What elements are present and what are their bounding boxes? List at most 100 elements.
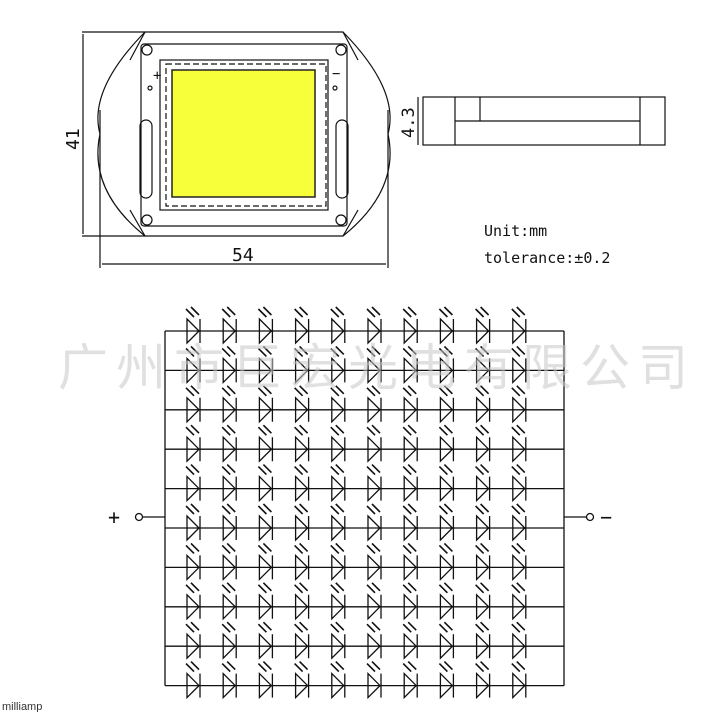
led-diode-symbol [331, 672, 346, 700]
led-diode-symbol [331, 553, 346, 581]
led-diode-symbol [439, 317, 455, 345]
light-emission-arrows-icon [294, 464, 309, 476]
led-diode-symbol [367, 317, 382, 345]
light-emission-arrows-icon [511, 306, 526, 318]
led-diode-symbol [403, 435, 418, 463]
light-emission-arrows-icon [257, 464, 272, 476]
light-emission-arrows-icon [330, 424, 345, 436]
light-emission-arrows-icon [185, 621, 200, 633]
led-diode-symbol [475, 632, 491, 660]
light-emission-arrows-icon [257, 661, 272, 673]
light-emission-arrows-icon [402, 661, 417, 673]
light-emission-arrows-icon [438, 424, 453, 436]
light-emission-arrows-icon [185, 661, 200, 673]
light-emission-arrows-icon [511, 464, 526, 476]
led-diode-symbol [186, 514, 201, 542]
top-view [82, 31, 391, 268]
led-diode-symbol [186, 672, 201, 700]
led-diode-symbol [512, 356, 527, 384]
led-diode-symbol [512, 396, 527, 424]
led-diode-symbol [475, 356, 491, 384]
light-emission-arrows-icon [330, 582, 345, 594]
led-diode-symbol [258, 356, 274, 384]
light-emission-arrows-icon [511, 424, 526, 436]
tolerance-note: tolerance:±0.2 [484, 249, 610, 267]
led-diode-symbol [403, 475, 418, 503]
led-diode-symbol [512, 317, 527, 345]
led-diode-symbol [186, 317, 201, 345]
light-emission-arrows-icon [475, 503, 490, 515]
led-diode-symbol [222, 317, 237, 345]
light-emission-arrows-icon [257, 503, 272, 515]
light-emission-arrows-icon [402, 345, 417, 357]
led-diode-symbol [222, 475, 237, 503]
light-emission-arrows-icon [438, 542, 453, 554]
led-diode-symbol [475, 553, 491, 581]
led-diode-symbol [331, 356, 346, 384]
led-diode-symbol [367, 593, 382, 621]
led-diode-symbol [331, 435, 346, 463]
led-diode-symbol [222, 514, 237, 542]
led-diode-symbol [186, 435, 201, 463]
light-emission-arrows-icon [221, 542, 236, 554]
led-diode-symbol [222, 553, 237, 581]
led-diode-symbol [294, 632, 310, 660]
led-diode-symbol [475, 593, 491, 621]
light-emission-arrows-icon [185, 503, 200, 515]
led-diode-symbol [475, 435, 491, 463]
light-emission-arrows-icon [475, 542, 490, 554]
height-dimension: 41 [63, 128, 84, 150]
light-emission-arrows-icon [511, 542, 526, 554]
light-emission-arrows-icon [511, 661, 526, 673]
light-emission-arrows-icon [294, 306, 309, 318]
light-emission-arrows-icon [402, 542, 417, 554]
led-diode-symbol [294, 593, 310, 621]
footer-partial-text: milliamp [2, 701, 42, 712]
light-emission-arrows-icon [294, 621, 309, 633]
light-emission-arrows-icon [475, 306, 490, 318]
positive-terminal [134, 512, 144, 522]
light-emission-arrows-icon [511, 582, 526, 594]
light-emission-arrows-icon [185, 385, 200, 397]
led-diode-symbol [222, 396, 237, 424]
light-emission-arrows-icon [402, 464, 417, 476]
led-diode-symbol [475, 475, 491, 503]
light-emission-arrows-icon [366, 621, 381, 633]
light-emission-arrows-icon [294, 582, 309, 594]
led-diode-symbol [186, 553, 201, 581]
light-emission-arrows-icon [330, 464, 345, 476]
led-diode-symbol [403, 514, 418, 542]
light-emission-arrows-icon [402, 424, 417, 436]
light-emission-arrows-icon [438, 503, 453, 515]
led-diode-symbol [512, 672, 527, 700]
led-diode-symbol [512, 553, 527, 581]
light-emission-arrows-icon [475, 621, 490, 633]
led-diode-symbol [367, 435, 382, 463]
light-emission-arrows-icon [475, 385, 490, 397]
led-diode-symbol [258, 396, 274, 424]
light-emission-arrows-icon [257, 306, 272, 318]
light-emission-arrows-icon [402, 582, 417, 594]
led-diode-symbol [186, 356, 201, 384]
negative-terminal-label: − [600, 505, 612, 529]
led-diode-symbol [222, 593, 237, 621]
light-emission-arrows-icon [475, 582, 490, 594]
led-diode-symbol [439, 632, 455, 660]
light-emission-arrows-icon [366, 464, 381, 476]
light-emission-arrows-icon [402, 503, 417, 515]
led-diode-symbol [403, 396, 418, 424]
light-emission-arrows-icon [475, 661, 490, 673]
light-emission-arrows-icon [221, 424, 236, 436]
light-emission-arrows-icon [185, 306, 200, 318]
led-diode-symbol [186, 475, 201, 503]
light-emission-arrows-icon [366, 582, 381, 594]
led-diode-symbol [403, 632, 418, 660]
light-emission-arrows-icon [366, 306, 381, 318]
light-emission-arrows-icon [330, 503, 345, 515]
light-emission-arrows-icon [475, 464, 490, 476]
light-emission-arrows-icon [294, 424, 309, 436]
light-emission-arrows-icon [257, 345, 272, 357]
led-diode-symbol [439, 514, 455, 542]
led-diode-symbol [258, 632, 274, 660]
